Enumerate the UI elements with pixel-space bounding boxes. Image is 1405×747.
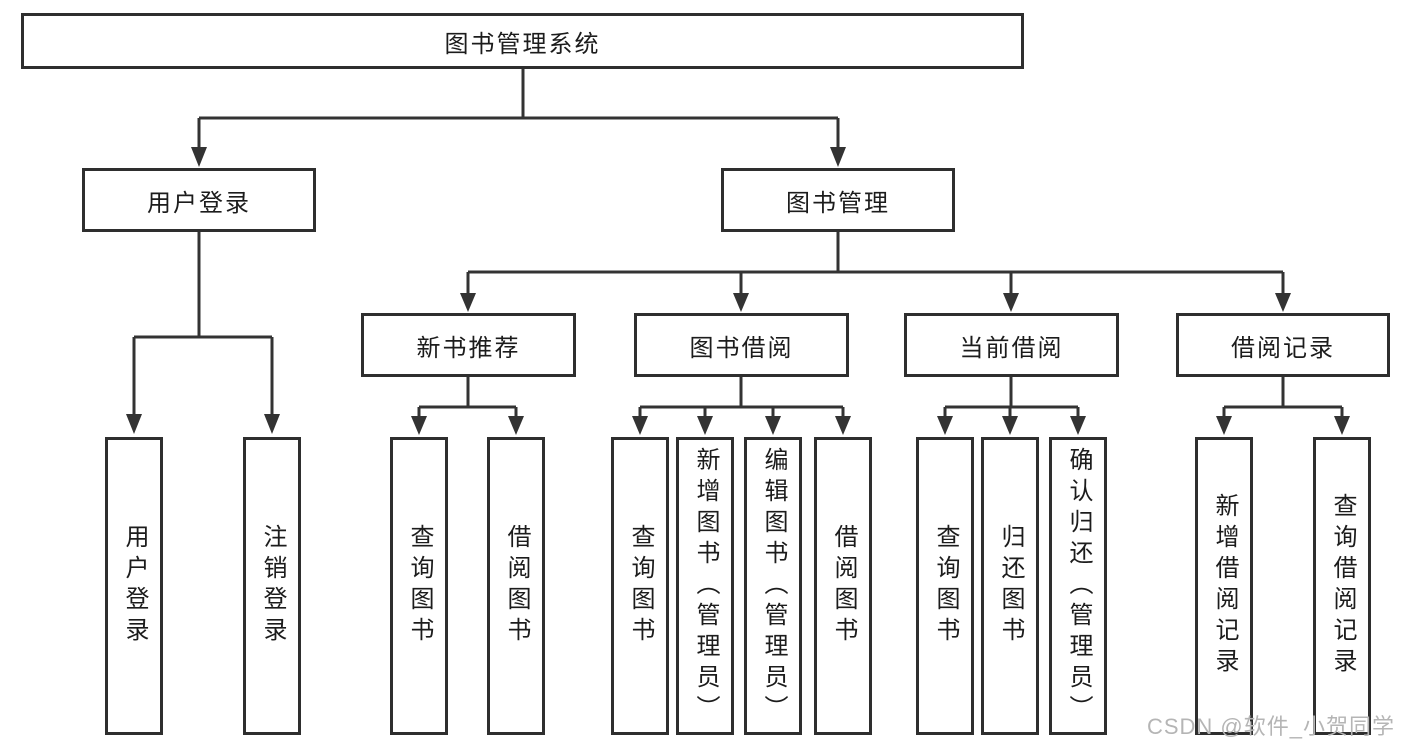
leaf-query-books-recommend: 查询图书 (390, 437, 448, 735)
leaf-add-borrow-record-label: 新增借阅记录 (1211, 493, 1238, 679)
node-book-management: 图书管理 (721, 168, 955, 232)
node-current-borrowing: 当前借阅 (904, 313, 1119, 377)
csdn-watermark: CSDN @软件_小贺同学 (1146, 714, 1395, 739)
connector-stems (132, 69, 1344, 418)
leaf-user-login: 用户登录 (105, 437, 163, 735)
node-new-book-recommendation: 新书推荐 (361, 313, 576, 377)
leaf-query-borrow-record-label: 查询借阅记录 (1329, 493, 1356, 679)
leaf-confirm-return-admin: 确认归还（管理员） (1049, 437, 1107, 735)
leaf-return-books: 归还图书 (981, 437, 1039, 735)
leaf-confirm-return-admin-label: 确认归还（管理员） (1065, 446, 1092, 726)
leaf-query-borrow-record: 查询借阅记录 (1313, 437, 1371, 735)
node-library-management-system: 图书管理系统 (21, 13, 1024, 69)
leaf-user-login-label: 用户登录 (121, 524, 148, 648)
leaf-return-books-label: 归还图书 (997, 524, 1024, 648)
leaf-query-books-current-label: 查询图书 (932, 524, 959, 648)
leaf-query-books-borrowing: 查询图书 (611, 437, 669, 735)
node-user-login: 用户登录 (82, 168, 316, 232)
leaf-logout: 注销登录 (243, 437, 301, 735)
leaf-logout-label: 注销登录 (259, 524, 286, 648)
leaf-add-borrow-record: 新增借阅记录 (1195, 437, 1253, 735)
node-book-borrowing: 图书借阅 (634, 313, 849, 377)
leaf-query-books-current: 查询图书 (916, 437, 974, 735)
leaf-borrow-books-borrowing: 借阅图书 (814, 437, 872, 735)
leaf-edit-books-admin: 编辑图书（管理员） (744, 437, 802, 735)
leaf-edit-books-admin-label: 编辑图书（管理员） (760, 446, 787, 726)
leaf-borrow-books-borrowing-label: 借阅图书 (830, 524, 857, 648)
leaf-borrow-books-recommend: 借阅图书 (487, 437, 545, 735)
leaf-query-books-recommend-label: 查询图书 (406, 524, 433, 648)
leaf-borrow-books-recommend-label: 借阅图书 (503, 524, 530, 648)
leaf-add-books-admin: 新增图书（管理员） (676, 437, 734, 735)
leaf-query-books-borrowing-label: 查询图书 (627, 524, 654, 648)
node-borrowing-records: 借阅记录 (1176, 313, 1390, 377)
leaf-add-books-admin-label: 新增图书（管理员） (692, 446, 719, 726)
